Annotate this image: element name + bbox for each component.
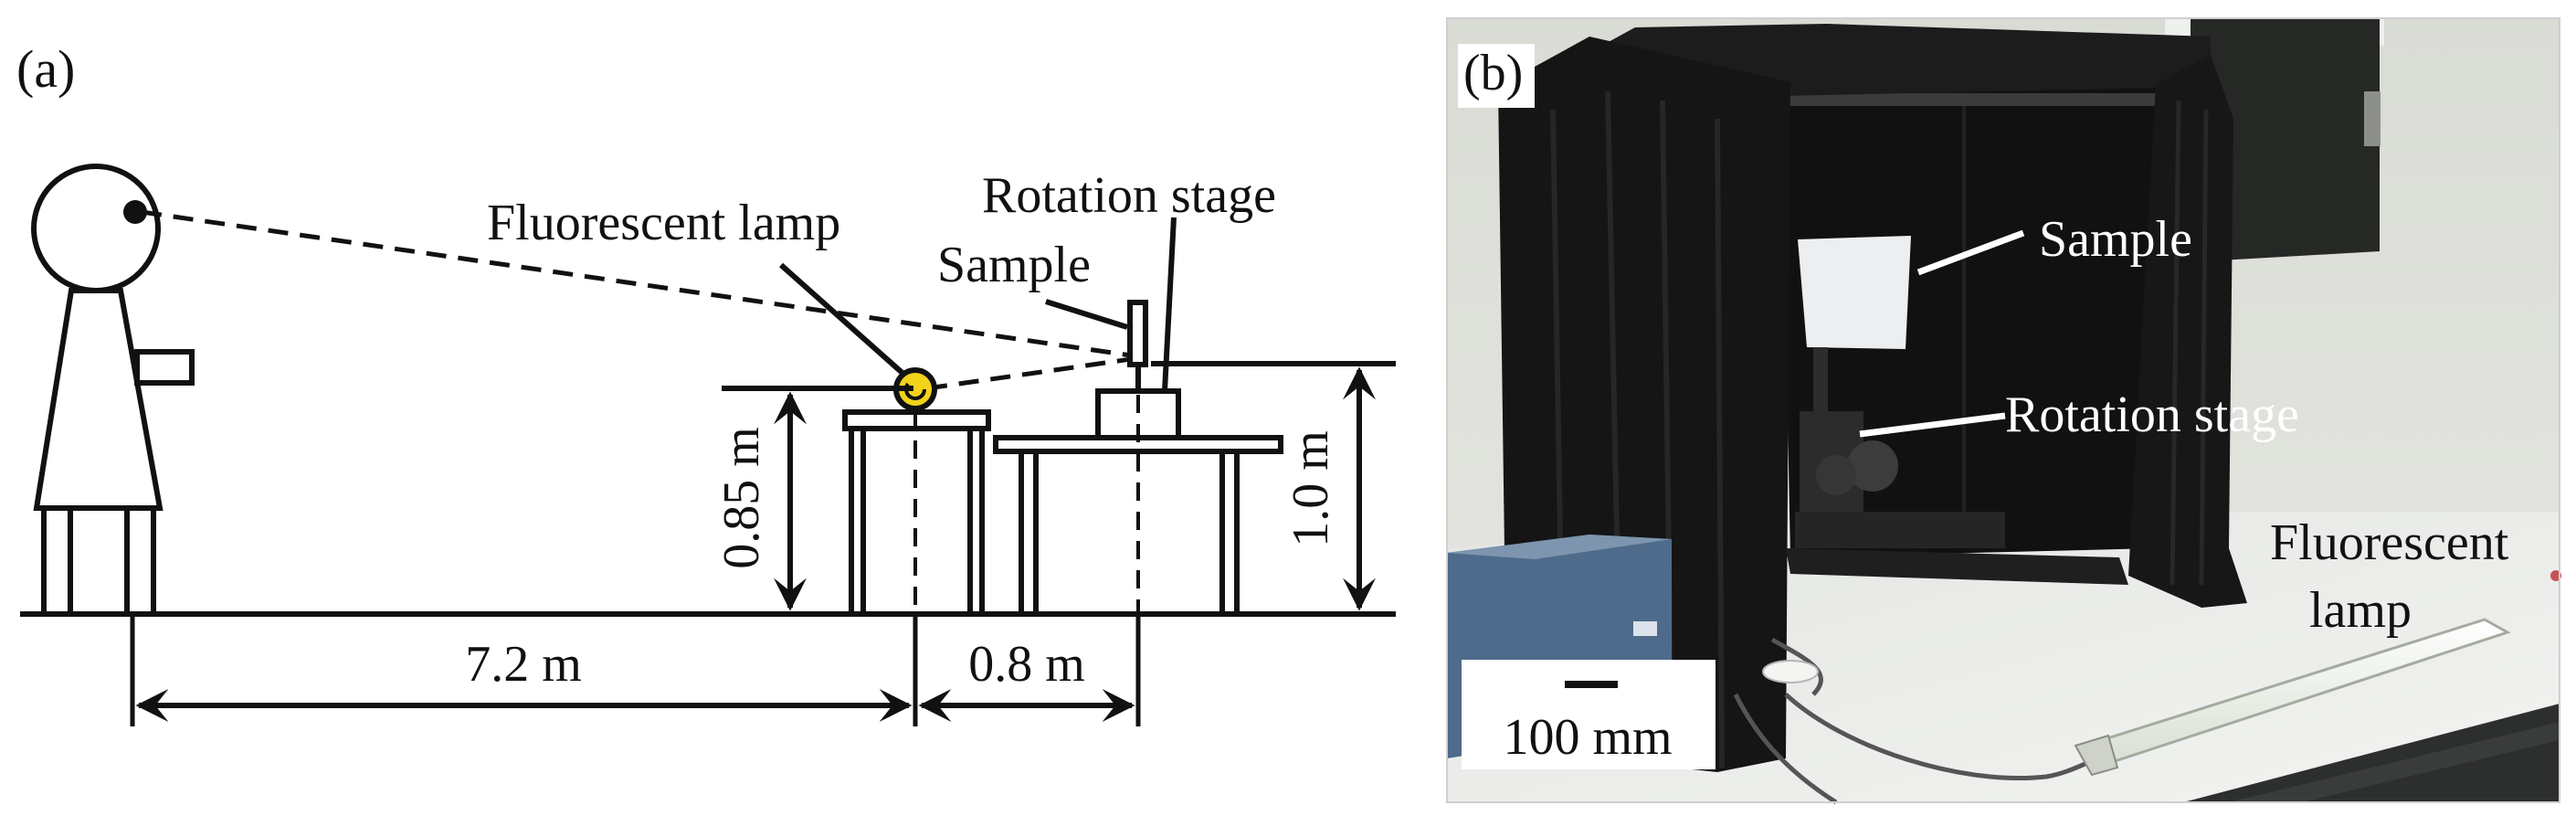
label-fluorescent-lamp: Fluorescent lamp [487,195,840,251]
rotation-stage-photo [1786,347,2128,585]
panel-a: (a) [16,39,1396,726]
height-085-label: 0.85 m [713,427,770,569]
photo-frame [1446,17,2560,803]
label-sample: Sample [937,237,1091,293]
panel-b-photo: Sample Rotation stage Fluorescent lamp (… [1446,17,2561,805]
scale-bar [1565,681,1618,688]
observer-head [31,164,161,293]
panel-a-tag: (a) [16,39,75,99]
sample-photo [1798,236,1911,349]
scale-bar-box [1462,660,1716,769]
sample-drawing [1127,300,1148,367]
label-rotation-stage: Rotation stage [982,167,1276,224]
photo-label-fluorescent: Fluorescent [2270,514,2509,571]
scale-bar-label: 100 mm [1503,709,1672,766]
dimension-extension-lines [130,614,1141,726]
panel-b-tag: (b) [1463,45,1523,101]
photo-label-sample: Sample [2039,211,2192,268]
observer-body [33,288,164,511]
enclosure-interior [1781,84,2174,557]
dark-wall-panel [2191,18,2380,260]
enclosure-right-curtain [2128,55,2247,608]
photo-label-rotation-stage: Rotation stage [2005,387,2299,443]
reference-lines [913,366,1140,614]
height-reference-lines [722,361,1396,391]
distance-72-label: 7.2 m [465,636,582,693]
height-10-label: 1.0 m [1283,430,1339,547]
observer-legs [41,508,156,614]
distance-08-label: 0.8 m [968,636,1085,693]
observer-figure [31,164,195,614]
photo-label-leaders [1859,229,2025,438]
photo-label-lamp: lamp [2309,582,2412,639]
observer-arm [134,349,195,386]
sight-lines [141,209,1138,391]
observer-eye [123,200,147,224]
